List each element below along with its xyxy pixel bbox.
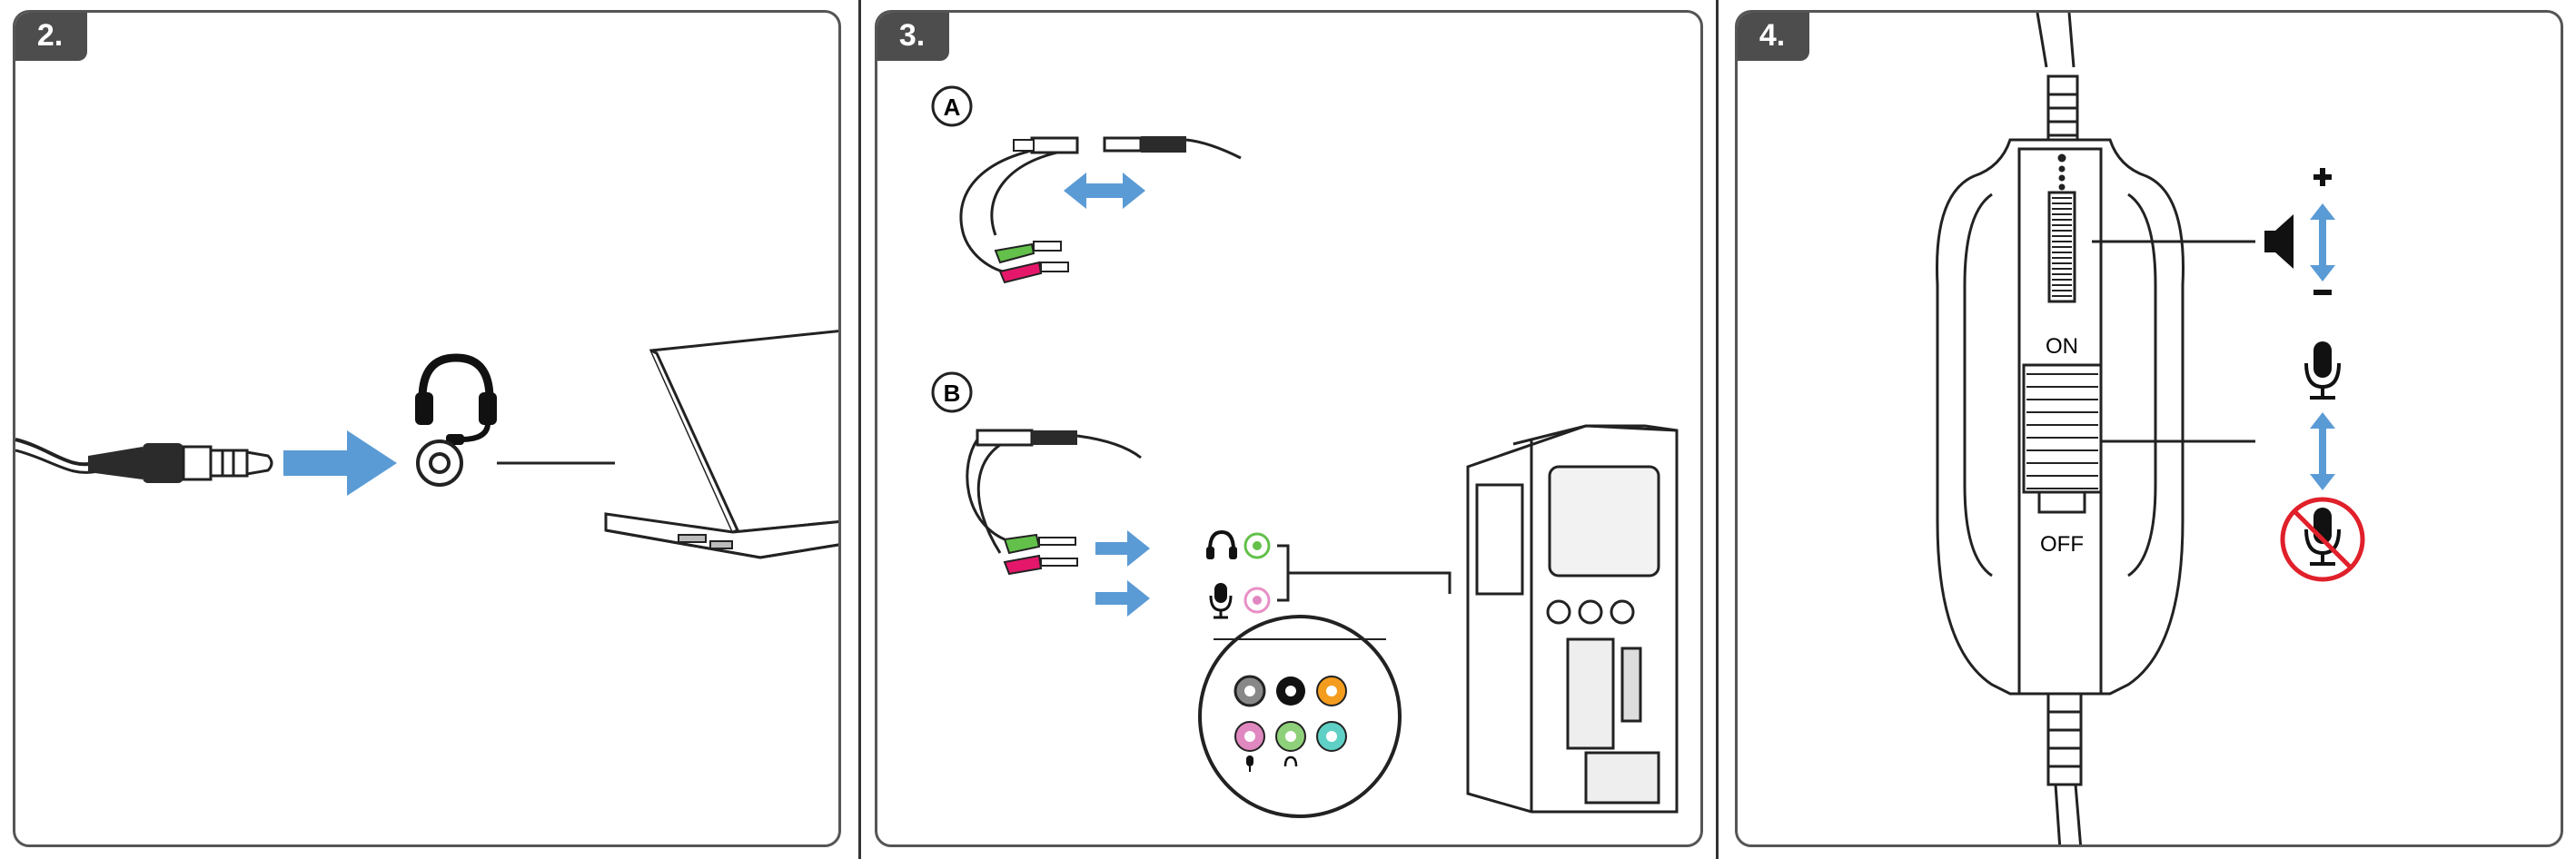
step-4-panel: 4. ON xyxy=(1735,10,2563,847)
option-b-label: B xyxy=(944,380,961,407)
speaker-icon xyxy=(2264,214,2294,269)
volume-up-icon xyxy=(2313,168,2332,186)
mute-toggle-arrow xyxy=(2310,412,2335,490)
mute-slider xyxy=(2024,365,2101,512)
microphone-port xyxy=(1245,588,1269,612)
headset-icon xyxy=(415,358,497,445)
headset-jack xyxy=(418,441,461,485)
panel-separator xyxy=(1716,0,1719,859)
step-3-panel: 3. A B xyxy=(875,10,1703,847)
volume-adjust-arrow xyxy=(2310,203,2335,281)
option-b-marker: B xyxy=(933,373,971,411)
audio-plug xyxy=(88,443,272,483)
microphone-icon xyxy=(1211,583,1231,617)
volume-wheel xyxy=(2049,193,2075,301)
audio-ports-zoom xyxy=(1200,617,1400,816)
muted-microphone-icon xyxy=(2283,499,2363,579)
port-bracket xyxy=(1277,546,1450,600)
headphones-icon xyxy=(1206,532,1237,559)
headphone-plug-arrow xyxy=(1095,530,1150,567)
splitter-cable-a xyxy=(961,136,1241,282)
laptop xyxy=(606,331,841,558)
connect-double-arrow xyxy=(1064,173,1145,209)
insert-arrow xyxy=(283,430,397,496)
option-a-marker: A xyxy=(933,87,971,125)
desktop-tower xyxy=(1468,426,1677,812)
switch-off-label: OFF xyxy=(2040,532,2084,557)
panel-separator xyxy=(858,0,861,859)
inline-cable-top xyxy=(2037,13,2077,149)
step-2-panel: 2. xyxy=(13,10,841,847)
mic-plug-arrow xyxy=(1095,580,1150,617)
volume-down-icon xyxy=(2313,290,2332,295)
microphone-icon xyxy=(2306,341,2339,398)
step-3-illustration: A B xyxy=(877,13,1703,847)
option-a-label: A xyxy=(944,94,961,121)
switch-on-label: ON xyxy=(2046,334,2078,359)
inline-cable-bottom xyxy=(2048,694,2081,847)
step-4-illustration: ON OFF xyxy=(1738,13,2563,847)
headphone-port xyxy=(1245,534,1269,558)
step-2-illustration xyxy=(15,13,841,847)
